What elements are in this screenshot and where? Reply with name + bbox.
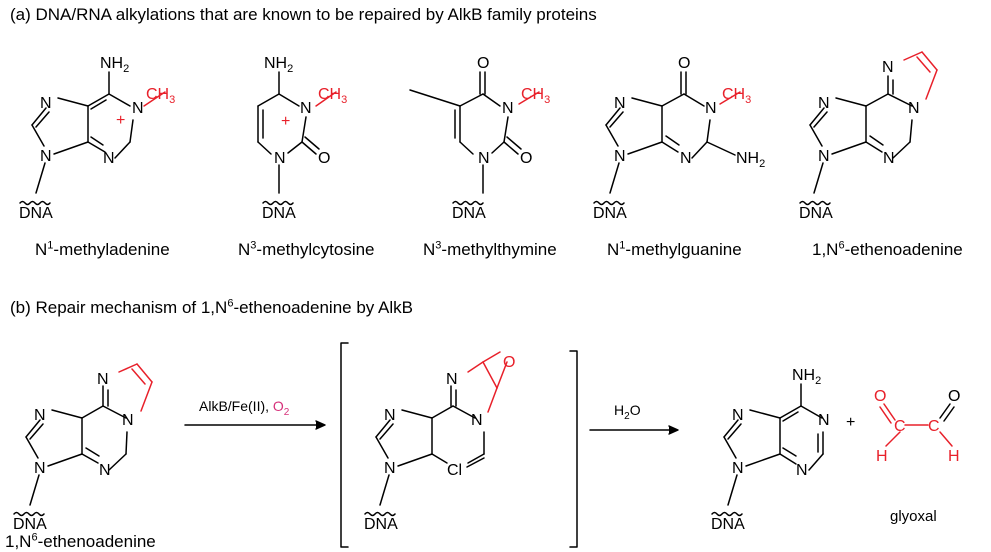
atom-label: N — [882, 59, 894, 76]
atom-label: N — [818, 412, 830, 429]
atom-label: N — [883, 150, 895, 167]
atom-label: N — [384, 460, 396, 477]
atom-label: N — [796, 462, 808, 479]
atom-label: NH2 — [100, 55, 129, 75]
atom-label: N — [300, 100, 312, 117]
atom-label: N — [732, 460, 744, 477]
atom-label-red: O — [874, 388, 886, 405]
atom-label: N — [908, 100, 920, 117]
mol-adenine — [711, 383, 824, 517]
arrow2-label: H2O — [614, 402, 641, 422]
atom-label: N — [705, 100, 717, 117]
atom-label: N — [732, 407, 744, 424]
atom-label: N — [478, 150, 490, 167]
mol-n1-methyladenine — [19, 71, 166, 206]
arrow1-label: AlkB/Fe(II), O2 — [199, 398, 290, 418]
atom-label: N — [122, 412, 134, 429]
atom-label: N — [103, 150, 115, 167]
dna-label: DNA — [262, 205, 296, 222]
plus-sign: + — [846, 414, 856, 431]
atom-label: O — [477, 55, 489, 72]
dna-label: DNA — [799, 205, 833, 222]
mol-glyoxal — [879, 403, 955, 447]
dna-label: DNA — [452, 205, 486, 222]
atom-label: N — [34, 407, 46, 424]
atom-label: N — [818, 95, 830, 112]
name-n3-methylcytosine: N3-methylcytosine — [238, 239, 375, 259]
name-glyoxal: glyoxal — [890, 508, 937, 525]
atom-label-red: H — [948, 448, 960, 465]
atom-label-red: C — [894, 418, 906, 435]
atom-label: NH2 — [736, 150, 765, 170]
atom-label: N — [34, 460, 46, 477]
atom-label: N — [384, 407, 396, 424]
atom-label: N — [471, 412, 483, 429]
atom-label: N — [680, 150, 692, 167]
dna-label: DNA — [711, 516, 745, 533]
mol-reactant-ethenoadenine — [13, 363, 153, 517]
atom-label-red: CH3 — [146, 86, 175, 106]
name-n3-methylthymine: N3-methylthymine — [423, 239, 557, 259]
atom-label: NH2 — [792, 367, 821, 387]
atom-label: N — [40, 95, 52, 112]
atom-label: N — [132, 100, 144, 117]
dna-label: DNA — [364, 516, 398, 533]
name-ethenoadenine: 1,N6-ethenoadenine — [812, 239, 963, 259]
atom-label-red: H — [876, 448, 888, 465]
atom-label: N — [502, 100, 514, 117]
bracket-left — [340, 342, 349, 548]
atom-label: N — [614, 148, 626, 165]
atom-label-red: CH3 — [318, 86, 347, 106]
dna-label: DNA — [19, 205, 53, 222]
dna-label: DNA — [13, 516, 47, 533]
atom-label: N — [274, 150, 286, 167]
atom-label: N — [97, 371, 109, 388]
atom-label: N — [614, 95, 626, 112]
name-n1-methylguanine: N1-methylguanine — [607, 239, 742, 259]
atom-label-red: CH3 — [722, 86, 751, 106]
name-reactant-ethenoadenine: 1,N6-ethenoadenine — [5, 531, 156, 551]
atom-label: O — [520, 150, 532, 167]
atom-label: Cl — [447, 462, 462, 479]
mol-ethenoadenine — [799, 51, 938, 206]
dna-label: DNA — [593, 205, 627, 222]
mol-n1-methylguanine — [593, 71, 741, 206]
mol-n3-methylthymine — [409, 71, 540, 206]
panel-b-title: (b) Repair mechanism of 1,N6-ethenoadeni… — [10, 297, 414, 317]
atom-label: N — [99, 462, 111, 479]
atom-label: N — [818, 148, 830, 165]
bracket-right — [569, 350, 578, 548]
atom-label: O — [948, 388, 960, 405]
atom-label-red: C — [928, 418, 940, 435]
charge-label: + — [281, 113, 290, 130]
atom-label: O — [678, 55, 690, 72]
name-n1-methyladenine: N1-methyladenine — [35, 239, 170, 259]
mol-n3-methylcytosine — [257, 71, 337, 206]
panel-a-title: (a) DNA/RNA alkylations that are known t… — [10, 5, 597, 24]
atom-label-red: O — [503, 354, 515, 371]
charge-label: + — [116, 112, 125, 129]
atom-label: N — [446, 371, 458, 388]
mol-intermediate — [364, 351, 508, 517]
atom-label: NH2 — [264, 55, 293, 75]
atom-label: O — [318, 150, 330, 167]
atom-label: N — [40, 148, 52, 165]
atom-label-red: CH3 — [521, 86, 550, 106]
